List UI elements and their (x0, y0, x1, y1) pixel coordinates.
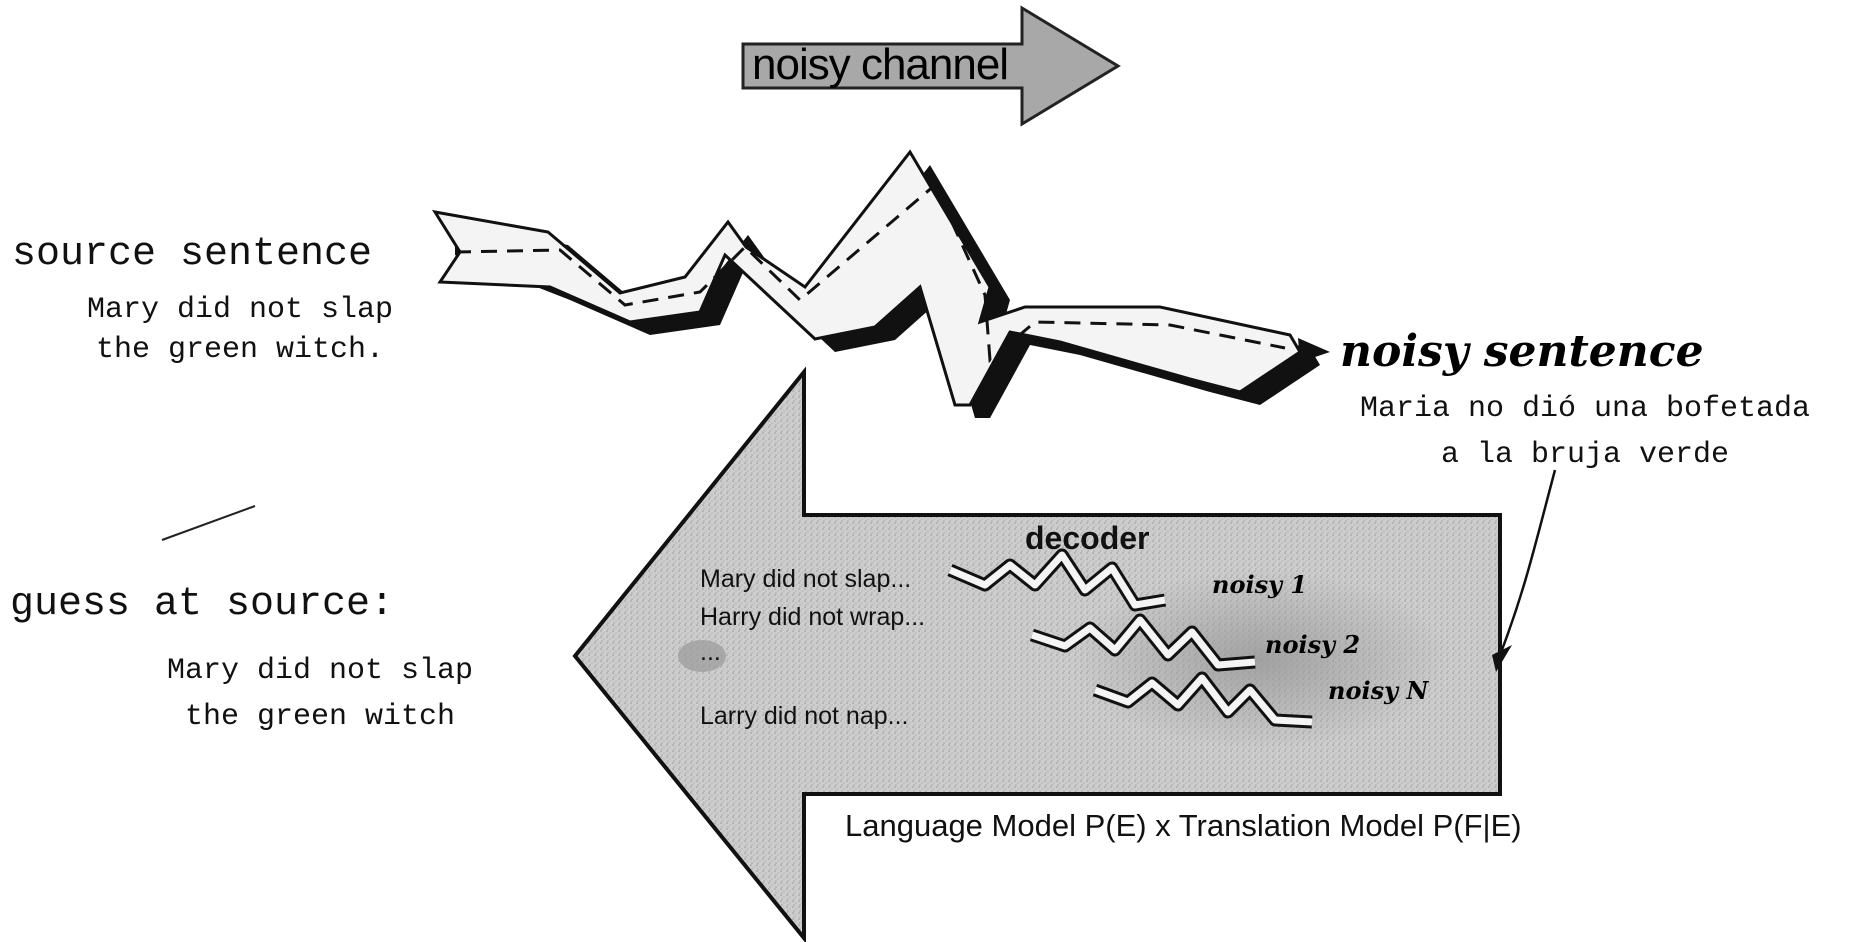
channel-arrowhead (1298, 338, 1330, 362)
model-formula: Language Model P(E) x Translation Model … (845, 808, 1522, 843)
noisy-to-decoder-pointer (1492, 469, 1557, 672)
channel-band-body (431, 149, 1303, 407)
source-line-2: the green witch. (95, 333, 385, 367)
noisy-sentence-title: noisy sentence (1340, 326, 1704, 377)
candidate-1: Mary did not slap... (700, 565, 912, 593)
guess-line-1: Mary did not slap (166, 654, 474, 688)
noisy-sentence-text: Maria no dió una bofetada a la bruja ver… (1300, 386, 1870, 478)
candidate-ellipsis: ... (700, 638, 721, 666)
mini-channel-1-body (948, 551, 1166, 609)
decoder-arrow (572, 366, 1502, 942)
noisy-line-2: a la bruja verde (1440, 438, 1730, 472)
source-sentence-text: Mary did not slap the green witch. (30, 290, 450, 370)
source-line-1: Mary did not slap (86, 293, 394, 327)
decoder-mini-channels (947, 548, 1313, 729)
mini-channel-2-body (1030, 616, 1256, 669)
guess-title: guess at source: (10, 582, 395, 627)
guess-text: Mary did not slap the green witch (120, 648, 520, 740)
candidate-4: Larry did not nap... (700, 702, 909, 730)
source-sentence-title: source sentence (12, 232, 373, 277)
noisy-channel-arrow (741, 5, 1121, 127)
guess-line-2: the green witch (184, 700, 456, 734)
noisy-channel-label: noisy channel (752, 40, 1009, 89)
channel-path-dashed (454, 182, 1286, 364)
noisy-label-2: noisy 2 (1265, 630, 1361, 659)
noisy-label-1: noisy 1 (1212, 570, 1308, 599)
noisy-line-1: Maria no dió una bofetada (1359, 392, 1811, 426)
candidate-2: Harry did not wrap... (700, 603, 926, 631)
noisy-label-n: noisy N (1328, 676, 1429, 705)
stray-pen-stroke (161, 505, 256, 541)
decoder-label: decoder (1025, 520, 1150, 556)
mini-channel-3-body (1093, 674, 1313, 726)
channel-band (431, 149, 1330, 418)
